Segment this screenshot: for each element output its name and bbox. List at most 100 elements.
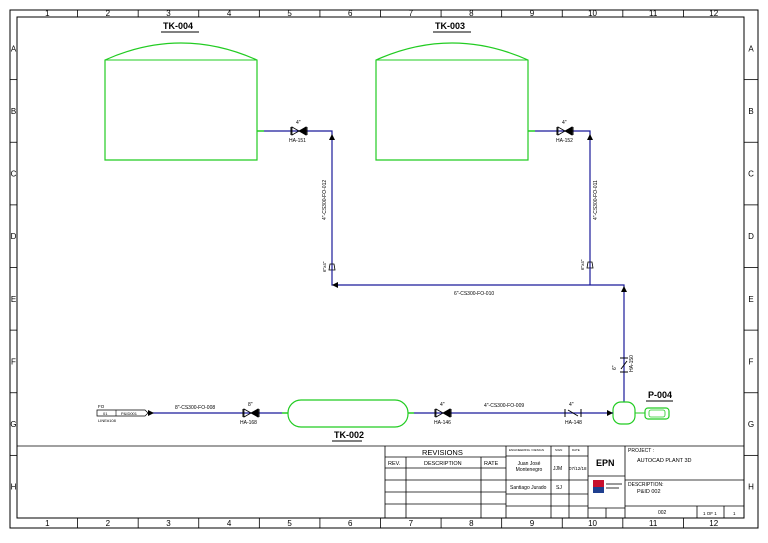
- valve-ha-152-size: 4": [562, 120, 567, 126]
- row-label: A: [748, 44, 754, 53]
- valve-ha-150-size: 6": [612, 365, 618, 370]
- description-label: DESCRIPTION:: [628, 482, 664, 488]
- offpage-line: LINE#108: [98, 418, 117, 423]
- line-label-fo-010: 6"-CS300-FO-010: [454, 291, 494, 297]
- column-label: 12: [709, 519, 718, 528]
- column-label: 5: [287, 9, 292, 18]
- valve-ha-150[interactable]: [620, 357, 628, 373]
- valve-ha-152[interactable]: [556, 126, 574, 136]
- tank-tk-002-label: TK-002: [334, 430, 364, 440]
- valve-ha-146[interactable]: [434, 408, 452, 418]
- valve-ha-168-tag: HA-168: [240, 420, 257, 426]
- row-label: F: [11, 357, 16, 366]
- drawing-number: 002: [658, 510, 667, 516]
- flow-arrow-fo-009: [607, 410, 613, 416]
- sheet-count: 1 OF 1: [703, 511, 717, 516]
- project-name: AUTOCAD PLANT 3D: [637, 458, 692, 464]
- line-label-fo-008: 8"-CS300-FO-008: [175, 405, 215, 411]
- project-label: PROJECT :: [628, 448, 654, 454]
- column-label: 2: [106, 519, 111, 528]
- reviewer-initials: SJ: [556, 485, 562, 491]
- column-label: 7: [409, 519, 414, 528]
- reducer-right[interactable]: [586, 261, 594, 269]
- valve-ha-150-tag: HA-150: [629, 355, 635, 372]
- sign-header: SIGN: [555, 448, 562, 452]
- row-label: B: [11, 107, 16, 116]
- column-label: 3: [166, 9, 171, 18]
- sheet-border: [9, 9, 759, 529]
- pipe-fo-012[interactable]: [264, 130, 333, 270]
- row-label: H: [11, 483, 17, 492]
- column-label: 6: [348, 9, 353, 18]
- valve-ha-151[interactable]: [290, 126, 308, 136]
- column-label: 4: [227, 9, 232, 18]
- reducer-left-label: 6"x4": [322, 261, 327, 272]
- valve-ha-152-tag: HA-152: [556, 138, 573, 144]
- row-label: G: [748, 420, 754, 429]
- company-logo-icon: [593, 480, 622, 493]
- row-label: E: [11, 295, 16, 304]
- valve-ha-146-size: 4": [440, 402, 445, 408]
- row-label: C: [748, 170, 754, 179]
- drawing-date: 07/12/18: [569, 466, 587, 471]
- column-label: 9: [530, 9, 535, 18]
- line-label-fo-012: 4"-CS300-FO-012: [322, 180, 328, 220]
- designer-name: Juan José Montenegro: [515, 461, 543, 473]
- column-label: 1: [45, 519, 50, 528]
- column-label: 12: [709, 9, 718, 18]
- flow-arrow-fo-010: [332, 282, 338, 288]
- valve-ha-148-size: 4": [569, 402, 574, 408]
- revisions-title: REVISIONS: [422, 448, 463, 457]
- row-label: G: [10, 420, 16, 429]
- revisions-col-desc: DESCRIPTION: [424, 461, 462, 467]
- line-label-fo-009: 4"-CS300-FO-009: [484, 403, 524, 409]
- tank-tk-002[interactable]: [287, 399, 409, 428]
- column-label: 11: [649, 9, 658, 18]
- column-label: 10: [588, 9, 597, 18]
- flow-arrow-riser: [621, 286, 627, 292]
- column-label: 4: [227, 519, 232, 528]
- offpage-connector[interactable]: [96, 409, 149, 417]
- valve-ha-146-tag: HA-146: [434, 420, 451, 426]
- flow-arrow-fo-011: [587, 134, 593, 140]
- column-label: 11: [649, 519, 658, 528]
- eng-header: ENGINEERING / DESIGN: [509, 448, 544, 452]
- column-label: 6: [348, 519, 353, 528]
- pipe-fo-011[interactable]: [535, 130, 591, 268]
- line-label-fo-011: 4"-CS300-FO-011: [593, 180, 599, 220]
- valve-ha-151-size: 4": [296, 120, 301, 126]
- flow-arrow-fo-012: [329, 134, 335, 140]
- drawing-frame: [16, 16, 745, 519]
- tank-tk-004[interactable]: [104, 42, 258, 161]
- column-label: 2: [106, 9, 111, 18]
- pump-p-004[interactable]: [612, 401, 670, 425]
- reducer-right-label: 6"x4": [580, 259, 585, 270]
- column-label: 8: [469, 519, 474, 528]
- offpage-ref: P&ID001: [121, 411, 138, 416]
- row-label: C: [11, 170, 17, 179]
- offpage-from: FO: [98, 404, 105, 409]
- title-block: [17, 445, 744, 518]
- valve-ha-151-tag: HA-151: [289, 138, 306, 144]
- row-label: D: [11, 232, 17, 241]
- column-label: 10: [588, 519, 597, 528]
- company-name: EPN: [596, 458, 615, 468]
- column-label: 7: [409, 9, 414, 18]
- revisions-col-rate: RATE: [484, 461, 499, 467]
- pump-p-004-label: P-004: [648, 390, 672, 400]
- valve-ha-148[interactable]: [564, 409, 582, 417]
- reviewer-name: Santiago Jurado: [510, 485, 547, 491]
- column-label: 1: [45, 9, 50, 18]
- reducer-left[interactable]: [328, 263, 336, 271]
- flow-arrow-fo-008: [148, 410, 154, 416]
- valve-ha-168[interactable]: [242, 408, 260, 418]
- row-label: B: [748, 107, 753, 116]
- revision-number: 1: [733, 511, 736, 516]
- pipe-fo-010[interactable]: [331, 270, 625, 402]
- tank-tk-003[interactable]: [375, 42, 529, 161]
